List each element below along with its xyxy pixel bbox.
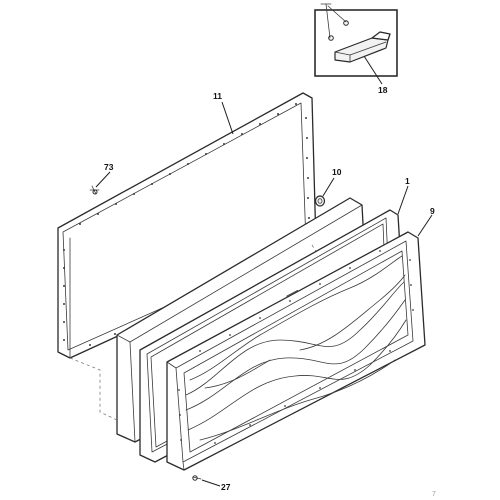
callout-73: 73 (104, 162, 114, 172)
screw-73: 73 (89, 162, 114, 195)
watermark: 7 (432, 491, 436, 498)
wave-embossing (185, 255, 407, 441)
handle-inset: 18 (314, 3, 398, 95)
leader-10 (322, 177, 335, 197)
leader-27 (201, 479, 221, 487)
screw-27: 27 (192, 475, 231, 492)
screw-shaft (327, 5, 347, 23)
screw-shaft (325, 3, 331, 39)
screw-hole (328, 35, 334, 41)
leader-73 (95, 171, 111, 188)
bumper-10: 10 (314, 167, 342, 207)
leader-18 (363, 55, 383, 85)
callout-11: 11 (213, 91, 222, 101)
panel-rivets (178, 250, 414, 444)
leader-1 (397, 185, 409, 215)
screw-hole (343, 20, 349, 26)
leader-9 (417, 214, 433, 237)
outer-door-panel: 9 (166, 206, 435, 471)
callout-18: 18 (378, 85, 388, 95)
leader-11 (221, 101, 234, 135)
callout-9: 9 (430, 206, 435, 216)
callout-1: 1 (405, 176, 410, 186)
alignment-line (69, 357, 118, 421)
door-handle (334, 31, 391, 63)
callout-27: 27 (221, 482, 231, 492)
callout-10: 10 (332, 167, 342, 177)
